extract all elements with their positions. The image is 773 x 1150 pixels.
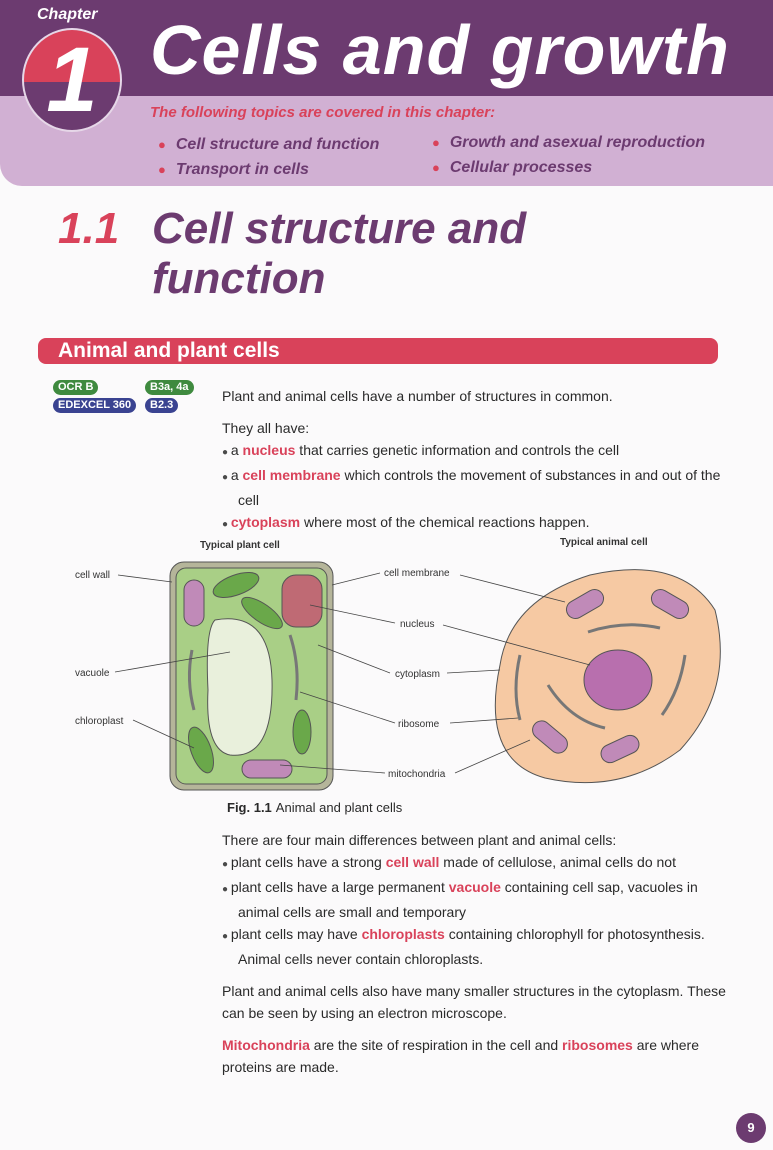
list-item: a nucleus that carries genetic informati… bbox=[222, 439, 727, 464]
chapter-number: 1 bbox=[46, 29, 98, 131]
edexcel-ref-badge: B2.3 bbox=[145, 398, 179, 413]
text: a bbox=[230, 442, 243, 458]
label-lines bbox=[114, 572, 591, 774]
animal-cell-title: Typical animal cell bbox=[560, 537, 648, 548]
keyword: cell membrane bbox=[242, 467, 341, 483]
chapter-title: Cells and growth bbox=[150, 11, 730, 89]
text: that carries genetic information and con… bbox=[295, 442, 620, 458]
label-cytoplasm: cytoplasm bbox=[395, 669, 440, 680]
label-cell-wall: cell wall bbox=[75, 570, 110, 581]
topic-item: Growth and asexual reproduction bbox=[432, 134, 705, 152]
text: plant cells have a strong bbox=[230, 854, 386, 870]
list-lead: There are four main differences between … bbox=[222, 832, 617, 848]
label-chloroplast: chloroplast bbox=[75, 716, 124, 727]
section-title: Cell structure and function bbox=[152, 204, 527, 303]
text: containing cell sap, vacuoles in animal … bbox=[238, 879, 698, 920]
label-vacuole: vacuole bbox=[75, 668, 110, 679]
body-text-block: There are four main differences between … bbox=[222, 829, 727, 1088]
keyword: ribosomes bbox=[562, 1037, 633, 1053]
edexcel-badge: EDEXCEL 360 bbox=[53, 398, 137, 413]
chapter-number-badge: 1 bbox=[22, 28, 122, 132]
chapter-label: Chapter bbox=[37, 6, 98, 23]
label-ribosome: ribosome bbox=[398, 719, 440, 730]
cell-diagram: Typical plant cell Typical animal cell c… bbox=[75, 537, 721, 791]
keyword: nucleus bbox=[242, 442, 296, 458]
list-lead: They all have: bbox=[222, 420, 310, 436]
keyword: cytoplasm bbox=[230, 514, 301, 530]
plant-cell-title: Typical plant cell bbox=[200, 540, 280, 551]
text: where most of the chemical reactions hap… bbox=[300, 514, 590, 530]
list-item: plant cells have a strong cell wall made… bbox=[222, 851, 727, 876]
ocr-ref-badge: B3a, 4a bbox=[145, 380, 194, 395]
keyword: chloroplasts bbox=[361, 926, 445, 942]
page-number: 9 bbox=[736, 1113, 766, 1143]
intro-block: Plant and animal cells have a number of … bbox=[222, 385, 727, 536]
caption-text: Animal and plant cells bbox=[275, 800, 403, 815]
keyword: cell wall bbox=[385, 854, 440, 870]
ocr-badge: OCR B bbox=[53, 380, 99, 395]
keyword: Mitochondria bbox=[222, 1037, 310, 1053]
mitochondria-paragraph: Mitochondria are the site of respiration… bbox=[222, 1034, 727, 1078]
text: are the site of respiration in the cell … bbox=[309, 1037, 563, 1053]
microscope-paragraph: Plant and animal cells also have many sm… bbox=[222, 983, 726, 1021]
plant-cell bbox=[169, 561, 334, 791]
topics-intro: The following topics are covered in this… bbox=[150, 104, 496, 121]
topic-item: Transport in cells bbox=[158, 161, 309, 179]
figure-number: Fig. 1.1 bbox=[227, 800, 272, 815]
topic-item: Cellular processes bbox=[432, 159, 592, 177]
label-cell-membrane: cell membrane bbox=[384, 568, 450, 579]
text: containing chlorophyll for photosynthesi… bbox=[238, 926, 705, 967]
text: made of cellulose, animal cells do not bbox=[439, 854, 676, 870]
keyword: vacuole bbox=[448, 879, 501, 895]
intro-paragraph: Plant and animal cells have a number of … bbox=[222, 388, 613, 404]
list-item: plant cells have a large permanent vacuo… bbox=[222, 876, 727, 923]
text: are where proteins are made. bbox=[222, 1037, 700, 1075]
text: plant cells may have bbox=[230, 926, 362, 942]
subheading-bar: Animal and plant cells bbox=[38, 338, 718, 364]
list-item: a cell membrane which controls the movem… bbox=[222, 464, 727, 511]
section-number: 1.1 bbox=[58, 204, 120, 253]
animal-cell bbox=[494, 569, 721, 784]
label-mitochondria: mitochondria bbox=[388, 769, 446, 780]
topic-item: Cell structure and function bbox=[158, 136, 380, 154]
chapter-header-band bbox=[0, 0, 773, 96]
list-item: cytoplasm where most of the chemical rea… bbox=[222, 511, 727, 536]
list-item: plant cells may have chloroplasts contai… bbox=[222, 923, 727, 970]
differences-list: There are four main differences between … bbox=[222, 829, 727, 970]
text: which controls the movement of substance… bbox=[238, 467, 721, 508]
text: plant cells have a large permanent bbox=[230, 879, 449, 895]
text: a bbox=[230, 467, 243, 483]
label-nucleus: nucleus bbox=[400, 619, 434, 630]
